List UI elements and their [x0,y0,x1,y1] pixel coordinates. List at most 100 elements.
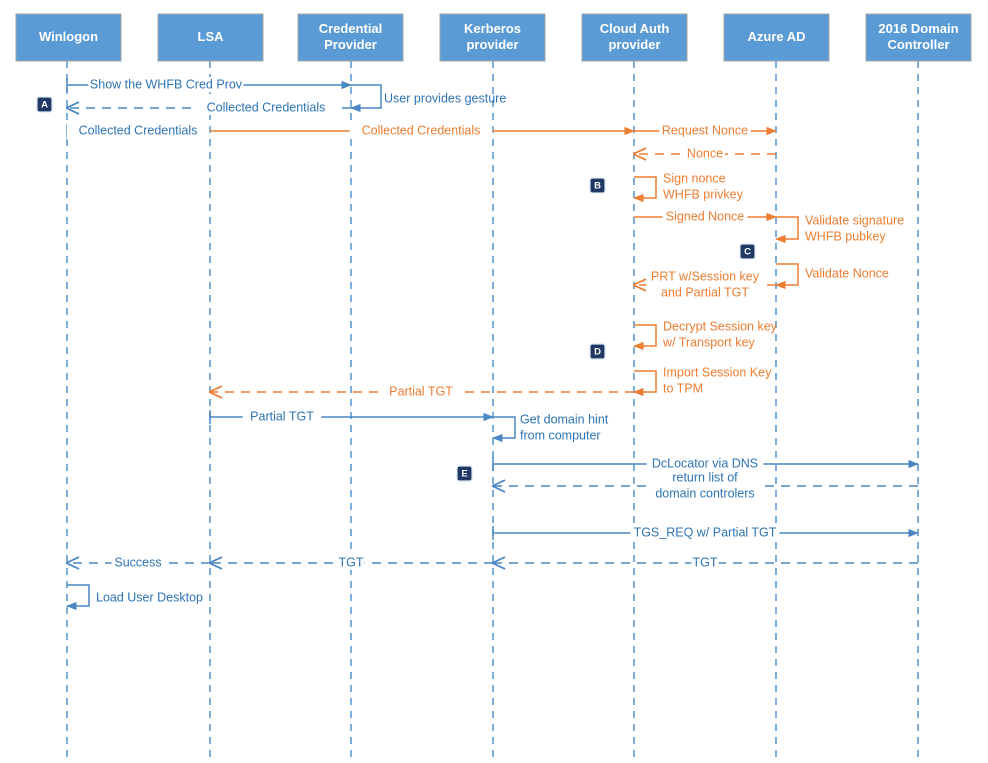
self-call-s1[interactable]: User provides gesture [350,84,506,113]
self-call-path-s3 [775,216,799,244]
message-m7[interactable]: Signed Nonce [634,209,777,224]
step-badge-d[interactable]: D [589,343,606,360]
step-badge-label: D [594,347,601,358]
message-m2[interactable]: Collected Credentials [67,100,351,115]
step-badge-e[interactable]: E [456,465,473,482]
message-label-m7: Signed Nonce [666,209,745,223]
step-badge-b[interactable]: B [589,177,606,194]
message-m6[interactable]: Nonce [634,146,776,161]
message-label-m8: PRT w/Session key [651,269,760,283]
message-label-bg-m6 [685,146,725,161]
actor-label-azuread: Azure AD [747,29,805,44]
message-label-m3: Collected Credentials [79,123,198,137]
self-call-label-s3: WHFB pubkey [805,229,886,243]
actor-label-dc2016: Controller [887,37,949,52]
message-m13[interactable]: TGS_REQ w/ Partial TGT [492,525,919,540]
message-m9[interactable]: Partial TGT [210,384,634,399]
message-m16[interactable]: Success [67,555,210,570]
message-label-m15: TGT [339,555,364,569]
message-m15[interactable]: TGT [210,555,493,570]
actor-label-dc2016: 2016 Domain [878,21,958,36]
message-label-bg-m2 [194,100,338,115]
self-call-label-s2: WHFB privkey [663,187,744,201]
message-label-m8: and Partial TGT [661,285,749,299]
message-label-bg-m13 [630,525,780,540]
self-call-path-s7 [492,416,516,443]
message-label-m5: Request Nonce [662,123,748,137]
step-badge-a[interactable]: A [36,96,53,113]
step-badge-label: A [41,100,48,111]
self-call-path-s2 [633,176,657,203]
actor-label-credprov: Provider [324,37,377,52]
message-label-bg-m9 [381,384,461,399]
message-m5[interactable]: Request Nonce [634,123,777,138]
message-label-bg-m10 [242,409,322,424]
message-label-m12: return list of [672,470,738,484]
actor-box-winlogon[interactable]: Winlogon [15,13,122,62]
step-badges-layer: A B C D E [36,96,756,482]
message-label-bg-m4 [349,123,493,138]
self-call-s6[interactable]: Import Session Key to TPM [633,365,772,397]
message-label-m10: Partial TGT [250,409,314,423]
message-label-m2: Collected Credentials [207,100,326,114]
message-label-m1: Show the WHFB Cred Prov [90,77,243,91]
self-call-label-s4: Validate Nonce [805,266,889,280]
self-call-path-s8 [66,584,90,611]
message-label-m16: Success [114,555,161,569]
self-call-path-s5 [633,324,657,351]
message-label-bg-m11 [646,456,764,471]
self-call-path-s1 [350,84,382,113]
message-label-bg-m12 [646,470,764,501]
self-call-path-s6 [633,370,657,397]
message-label-bg-m3 [66,123,210,138]
message-label-bg-m15 [337,555,365,570]
actor-label-cloudauth: provider [608,37,660,52]
actor-label-lsa: LSA [198,29,225,44]
step-badge-label: C [744,247,751,258]
self-call-label-s2: Sign nonce [663,171,726,185]
message-label-m9: Partial TGT [389,384,453,398]
self-call-label-s7: Get domain hint [520,412,609,426]
message-label-m11: DcLocator via DNS [652,456,758,470]
actor-box-lsa[interactable]: LSA [157,13,264,62]
message-m1[interactable]: Show the WHFB Cred Prov [66,77,352,92]
self-call-s8[interactable]: Load User Desktop [66,584,203,611]
message-m8[interactable]: PRT w/Session key and Partial TGT [634,269,776,300]
self-call-label-s1: User provides gesture [384,91,506,105]
message-m12[interactable]: return list of domain controlers [493,470,918,501]
message-label-m4: Collected Credentials [362,123,481,137]
actor-box-azuread[interactable]: Azure AD [723,13,830,62]
actor-label-kerberos: Kerberos [464,21,521,36]
self-call-label-s6: Import Session Key [663,365,772,379]
message-m10[interactable]: Partial TGT [209,409,494,424]
message-label-m12: domain controlers [655,486,754,500]
message-m11[interactable]: DcLocator via DNS [492,456,919,471]
self-call-label-s7: from computer [520,428,601,442]
self-call-s4[interactable]: Validate Nonce [775,263,889,290]
step-badge-label: E [461,469,467,480]
message-m14[interactable]: TGT [493,555,918,570]
self-call-label-s3: Validate signature [805,213,904,227]
self-call-s7[interactable]: Get domain hint from computer [492,412,609,443]
message-label-bg-m7 [662,209,748,224]
message-label-bg-m5 [659,123,751,138]
message-label-bg-m16 [111,555,165,570]
message-m4[interactable]: Collected Credentials [210,123,635,138]
message-m3[interactable]: Collected Credentials [66,123,211,138]
self-call-label-s6: to TPM [663,381,703,395]
step-badge-c[interactable]: C [739,243,756,260]
message-label-m13: TGS_REQ w/ Partial TGT [634,525,777,539]
self-call-label-s8: Load User Desktop [96,590,203,604]
